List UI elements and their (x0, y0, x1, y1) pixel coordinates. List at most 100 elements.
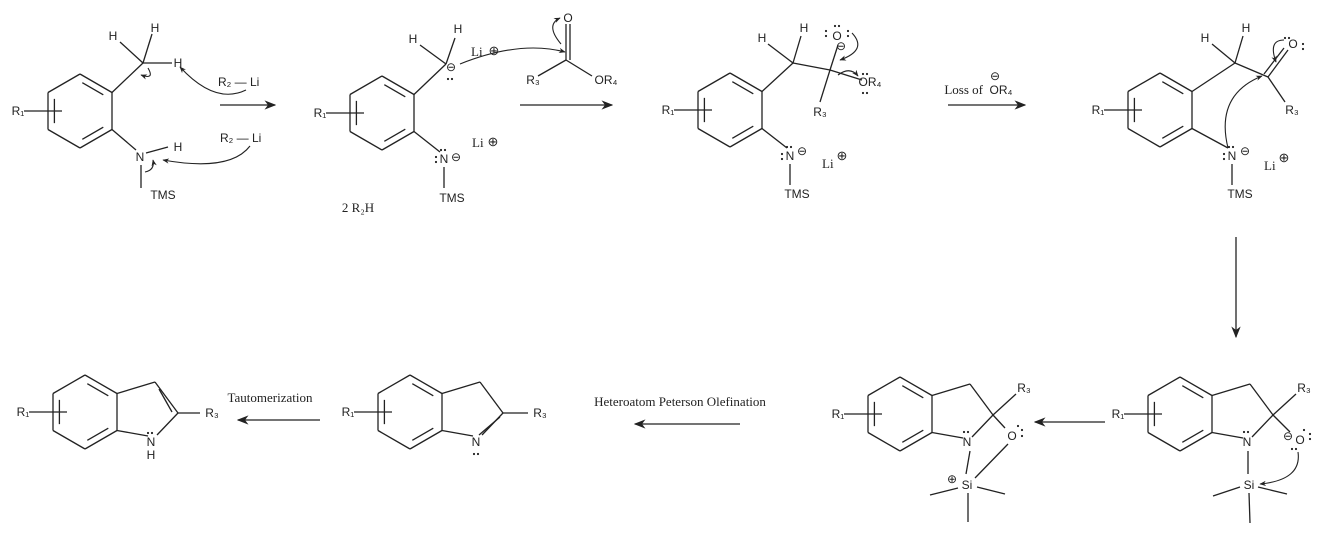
r3-label: R₃ (205, 406, 219, 420)
bond (1234, 35, 1244, 64)
ring-bond (381, 130, 415, 151)
bond (829, 44, 839, 71)
ring-bond (899, 431, 933, 452)
h-label: H (800, 21, 809, 35)
lone-pair-dot (1287, 36, 1291, 40)
bond (931, 431, 964, 439)
r1-label: R₁ (17, 405, 30, 419)
li-label: Li (471, 44, 483, 59)
ring-double-bond (1161, 81, 1184, 95)
ring-bond (1147, 376, 1181, 397)
bond (419, 44, 447, 65)
lone-pair-dot (846, 29, 850, 33)
ring-double-bond (383, 84, 406, 98)
li-charge: ⊕ (837, 148, 848, 163)
ring-double-bond (86, 427, 109, 441)
r1-label: R₁ (662, 103, 675, 117)
lone-pair-dot (789, 145, 793, 149)
ring-bond (349, 130, 383, 151)
ring-bond (47, 73, 81, 94)
ring-bond (697, 72, 731, 93)
bond (1211, 43, 1236, 64)
r1-label: R₁ (1112, 407, 1125, 421)
h-label: H (409, 32, 418, 46)
r1-label: R₁ (832, 407, 845, 421)
ring-bond (84, 374, 118, 395)
electron-arrow (140, 67, 151, 80)
h-label: H (174, 56, 183, 70)
oxygen-charge: ⊖ (836, 39, 846, 53)
lone-pair-dot (446, 77, 450, 81)
bond (1257, 486, 1288, 495)
electron-arrow (179, 66, 247, 95)
nitrogen-label: N (1228, 149, 1237, 163)
bond (479, 381, 504, 414)
lone-pair-dot (861, 72, 865, 76)
bond (111, 129, 137, 151)
ring-double-bond (81, 82, 104, 96)
ring-bond (377, 429, 411, 450)
bond (974, 443, 1009, 479)
ring-double-bond (81, 126, 104, 140)
silicon-label: Si (1244, 478, 1255, 492)
lone-pair-dot (1020, 434, 1024, 438)
bond (1267, 76, 1286, 103)
bond (761, 62, 794, 92)
bond (119, 41, 144, 64)
bond (976, 486, 1006, 495)
ring-bond (1159, 127, 1193, 148)
ring-bond (1127, 72, 1161, 93)
bond (565, 59, 593, 77)
bond (537, 59, 567, 77)
lone-pair-dot (824, 34, 828, 38)
h-label: H (1201, 31, 1210, 45)
nitrogen-label: N (786, 149, 795, 163)
bond (829, 69, 863, 81)
ring-bond (381, 75, 415, 96)
tms-label: TMS (150, 188, 175, 202)
h-label: H (151, 21, 160, 35)
r2li-reagent: R₂ — Li (218, 75, 259, 89)
tms-label: TMS (439, 191, 464, 205)
nitrogen-label: N (440, 152, 449, 166)
bond (1191, 62, 1236, 93)
lone-pair-dot (785, 145, 789, 149)
lone-pair-dot (1242, 430, 1246, 434)
bond (441, 429, 474, 437)
lone-pair-dot (1246, 430, 1250, 434)
oxygen-label: O (1288, 37, 1297, 51)
nitrogen-label: N (136, 150, 145, 164)
h-label: H (174, 140, 183, 154)
ring-bond (697, 127, 731, 148)
bond (145, 146, 169, 154)
h-label: H (1242, 21, 1251, 35)
ring-double-bond (411, 383, 434, 397)
lone-pair-dot (1294, 447, 1298, 451)
electron-arrow (144, 159, 157, 173)
oxygen-label: O (832, 29, 841, 43)
bond (992, 414, 1006, 429)
r3-label: R₃ (1017, 381, 1031, 395)
lone-pair-dot (472, 452, 476, 456)
r3-label: R₃ (526, 73, 540, 87)
bond (767, 43, 794, 64)
bond (792, 62, 831, 71)
lone-pair-dot (1016, 424, 1020, 428)
lone-pair-dot (439, 148, 443, 152)
ring-double-bond (1181, 429, 1204, 443)
carbanion-charge: ⊖ (446, 60, 456, 74)
ring-bond (729, 127, 763, 148)
lone-pair-dot (865, 72, 869, 76)
lone-pair-dot (865, 91, 869, 95)
electron-arrow (552, 17, 562, 45)
bond (441, 381, 481, 395)
lone-pair-dot (476, 452, 480, 456)
ring-bond (79, 73, 113, 94)
ring-bond (409, 374, 443, 395)
ring-bond (52, 374, 86, 395)
lone-pair-dot (780, 152, 784, 156)
nitrogen-label: N (963, 435, 972, 449)
bond (931, 383, 971, 397)
ring-bond (1147, 431, 1181, 452)
ring-bond (1179, 431, 1213, 452)
